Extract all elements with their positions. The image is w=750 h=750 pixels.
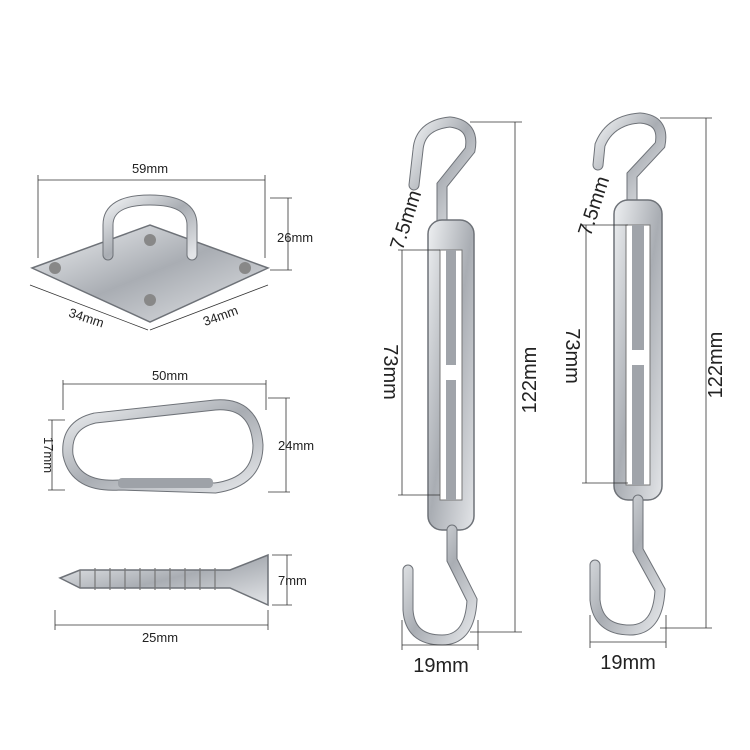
carabiner-height-label: 24mm [278,438,314,453]
turnbuckle-right-width-label: 19mm [600,652,656,674]
screw-length-label: 25mm [142,630,178,645]
turnbuckle-left-total-label: 122mm [519,347,541,414]
carabiner-dimensions [48,380,290,493]
turnbuckle-right [589,112,667,636]
screw-dimensions [54,554,292,630]
pad-eye-right-side-label: 34mm [201,303,240,329]
pad-eye-width-label: 59mm [132,161,168,176]
turnbuckle-left-width-label: 19mm [413,655,469,677]
turnbuckle-right-hook-label: 7.5mm [574,174,614,239]
carabiner [62,399,264,494]
turnbuckle-left-body-label: 73mm [379,344,401,400]
carabiner-length-label: 50mm [152,368,188,383]
screw [58,553,269,607]
screw-head-label: 7mm [278,573,307,588]
turnbuckle-left [402,116,478,646]
carabiner-opening-label: 17mm [41,437,56,473]
pad-eye-height-label: 26mm [277,230,313,245]
turnbuckle-right-body-label: 73mm [561,328,583,384]
turnbuckle-right-dimensions [582,117,712,648]
pad-eye-plate [30,194,270,323]
pad-eye-dimensions [29,175,292,331]
turnbuckle-left-hook-label: 7.5mm [386,188,426,253]
pad-eye-left-side-label: 34mm [67,305,106,330]
turnbuckle-left-dimensions [398,121,522,650]
turnbuckle-right-total-label: 122mm [705,332,727,399]
